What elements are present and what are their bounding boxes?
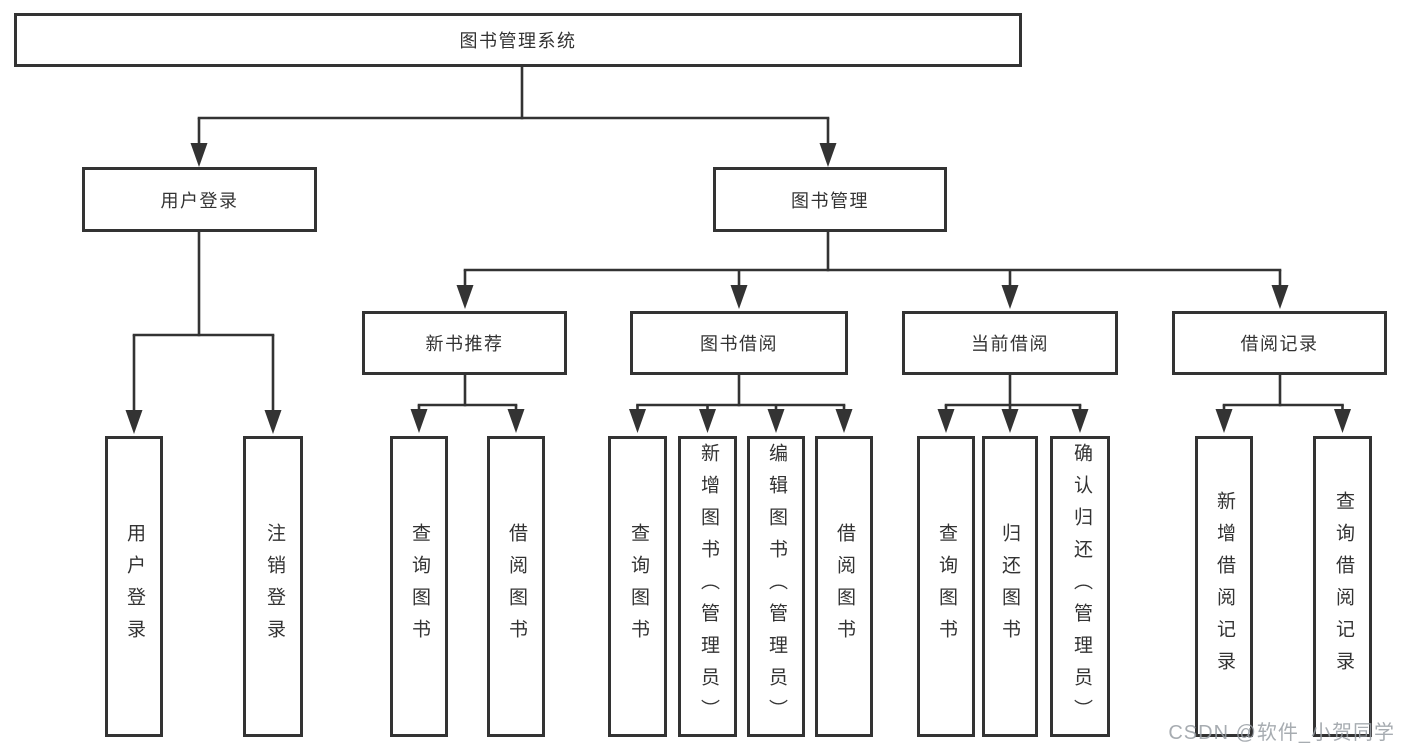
leaf-user-login: 用户登录 [105, 436, 163, 737]
leaf-query-books-current: 查询图书 [917, 436, 975, 737]
leaf-query-borrow-record: 查询借阅记录 [1313, 436, 1372, 737]
leaf-borrow-books: 借阅图书 [815, 436, 873, 737]
leaf-edit-books-admin: 编辑图书（管理员） [747, 436, 805, 737]
leaf-confirm-return-admin: 确认归还（管理员） [1050, 436, 1110, 737]
node-book-borrow: 图书借阅 [630, 311, 848, 375]
leaf-add-borrow-record: 新增借阅记录 [1195, 436, 1253, 737]
leaf-add-books-admin: 新增图书（管理员） [678, 436, 737, 737]
node-user-login: 用户登录 [82, 167, 317, 232]
node-book-management: 图书管理 [713, 167, 947, 232]
leaf-query-books-recommend: 查询图书 [390, 436, 448, 737]
leaf-query-books-borrow: 查询图书 [608, 436, 667, 737]
node-current-borrow: 当前借阅 [902, 311, 1118, 375]
leaf-borrow-books-recommend: 借阅图书 [487, 436, 545, 737]
leaf-logout: 注销登录 [243, 436, 303, 737]
watermark-text: CSDN @软件_小贺同学 [1168, 722, 1395, 744]
leaf-return-books: 归还图书 [982, 436, 1038, 737]
node-borrow-records: 借阅记录 [1172, 311, 1387, 375]
node-new-book-recommend: 新书推荐 [362, 311, 567, 375]
node-root: 图书管理系统 [14, 13, 1022, 67]
